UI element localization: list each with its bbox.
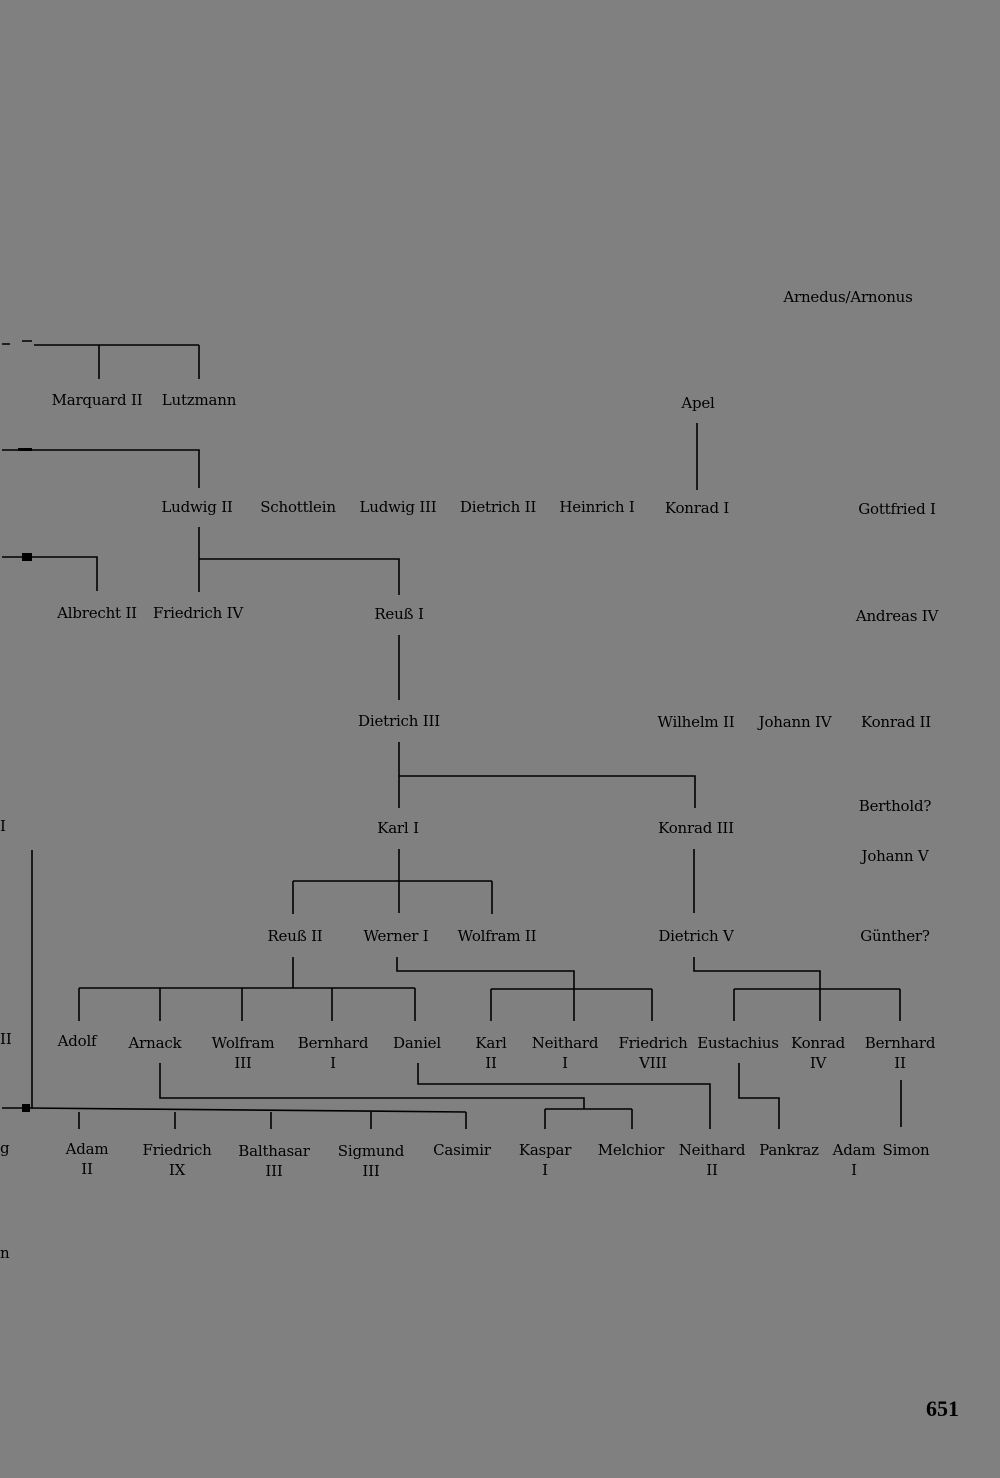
- edge-fragment: II: [0, 1030, 12, 1048]
- name-konrad-iii: Konrad III: [658, 819, 734, 837]
- name-schottlein: Schottlein: [260, 498, 336, 516]
- dash-line: [2, 340, 32, 345]
- name-wolfram-ii: Wolfram II: [457, 927, 537, 945]
- connector-line: [693, 957, 901, 1021]
- name-arnedus-arnonus: Arnedus/Arnonus: [783, 288, 913, 306]
- name-wilhelm-ii: Wilhelm II: [657, 713, 735, 731]
- connector-line: [34, 344, 200, 379]
- name-heinrich-i: Heinrich I: [559, 498, 635, 516]
- name-daniel: Daniel: [393, 1034, 441, 1052]
- name-adolf: Adolf: [57, 1032, 97, 1050]
- name-ludwig-ii: Ludwig II: [161, 498, 233, 516]
- connector-line: [396, 957, 653, 1021]
- name-casimir: Casimir: [433, 1141, 491, 1159]
- connector-line: [292, 849, 493, 914]
- name-gottfried-i: Gottfried I: [858, 500, 936, 518]
- name-johann-v: Johann V: [861, 847, 929, 865]
- name-johann-iv: Johann IV: [758, 713, 832, 731]
- junction-marker: [18, 448, 32, 451]
- edge-fragment: g: [0, 1139, 10, 1157]
- name-lutzmann: Lutzmann: [161, 391, 237, 409]
- name-karl-i: Karl I: [377, 819, 419, 837]
- connector-line: [417, 1063, 711, 1129]
- name-dietrich-v: Dietrich V: [658, 927, 734, 945]
- name-berthold: Berthold?: [858, 797, 932, 815]
- name-eustachius: Eustachius: [697, 1034, 779, 1052]
- connector-line: [78, 957, 416, 1021]
- name-dietrich-ii: Dietrich II: [459, 498, 537, 516]
- name-gunther: Günther?: [860, 927, 930, 945]
- edge-fragment: n: [0, 1244, 10, 1262]
- page-number: 651: [926, 1396, 959, 1421]
- connector-line: [198, 527, 400, 595]
- connector-line: [2, 556, 98, 591]
- connector-line: [159, 1063, 633, 1129]
- connector-line: [2, 1107, 467, 1129]
- name-apel: Apel: [681, 394, 715, 412]
- connector-line: [398, 742, 696, 808]
- junction-marker: [22, 553, 32, 561]
- name-reuss-i: Reuß I: [374, 605, 424, 623]
- name-arnack: Arnack: [128, 1034, 182, 1052]
- name-albrecht-ii: Albrecht II: [57, 604, 137, 622]
- name-friedrich-iv: Friedrich IV: [152, 604, 244, 622]
- name-melchior: Melchior: [597, 1141, 665, 1159]
- junction-marker: [22, 1104, 30, 1112]
- name-marquard-ii: Marquard II: [51, 391, 143, 409]
- connector-line: [2, 449, 200, 488]
- name-werner-i: Werner I: [363, 927, 429, 945]
- connector-line: [738, 1063, 780, 1129]
- name-simon: Simon: [882, 1141, 930, 1159]
- name-konrad-ii: Konrad II: [860, 713, 932, 731]
- name-pankraz: Pankraz: [759, 1141, 819, 1159]
- name-andreas-iv: Andreas IV: [855, 607, 939, 625]
- name-ludwig-iii: Ludwig III: [359, 498, 437, 516]
- name-dietrich-iii: Dietrich III: [358, 712, 440, 730]
- name-konrad-i: Konrad I: [664, 499, 730, 517]
- name-reuss-ii: Reuß II: [267, 927, 323, 945]
- edge-fragment: I: [0, 817, 6, 835]
